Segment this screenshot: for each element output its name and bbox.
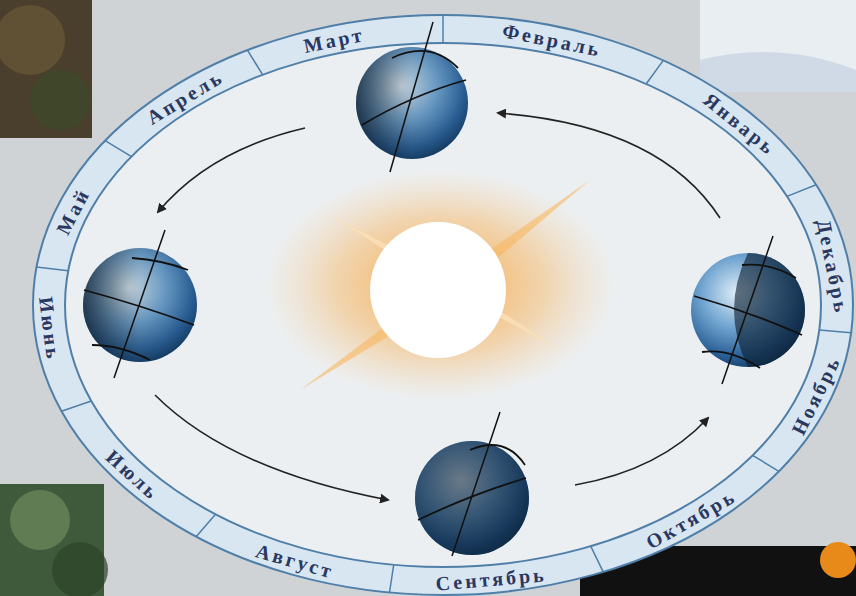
earth-december [691,236,805,384]
month-ring [33,15,853,595]
ring-divider [787,185,816,197]
photo-winter [700,0,856,92]
ring-divider [247,50,262,75]
ring-divider [390,565,394,593]
month-label: Апрель [143,66,227,128]
month-label: Март [302,24,366,56]
ring-divider [442,15,444,43]
month-label: Январь [700,89,780,159]
earth-september [415,412,529,556]
orbit-field [65,43,821,567]
ring-divider [62,401,92,411]
orbit-arrow [498,113,720,218]
orbit-arrow [158,128,305,212]
month-label: Февраль [500,20,603,60]
ring-divider [646,60,663,84]
month-label: Август [254,540,337,581]
month-label: Май [52,184,93,237]
ring-divider [196,514,215,536]
earth-march [356,22,468,172]
month-label: Сентябрь [435,564,547,593]
month-label: Июнь [37,296,65,363]
orbit-arrow [575,418,708,485]
month-label: Октябрь [642,486,739,553]
sun-glow [265,170,615,400]
sun [370,222,506,358]
ring-divider [753,455,779,471]
earth-june [83,230,197,378]
ring-divider [591,546,604,572]
ring-divider [37,267,69,271]
orbit-arrow [155,395,388,500]
month-label: Июль [102,446,163,504]
month-label: Декабрь [814,217,853,316]
ring-divider [105,141,131,157]
month-label: Ноябрь [788,352,844,438]
ring-divider [819,330,851,333]
